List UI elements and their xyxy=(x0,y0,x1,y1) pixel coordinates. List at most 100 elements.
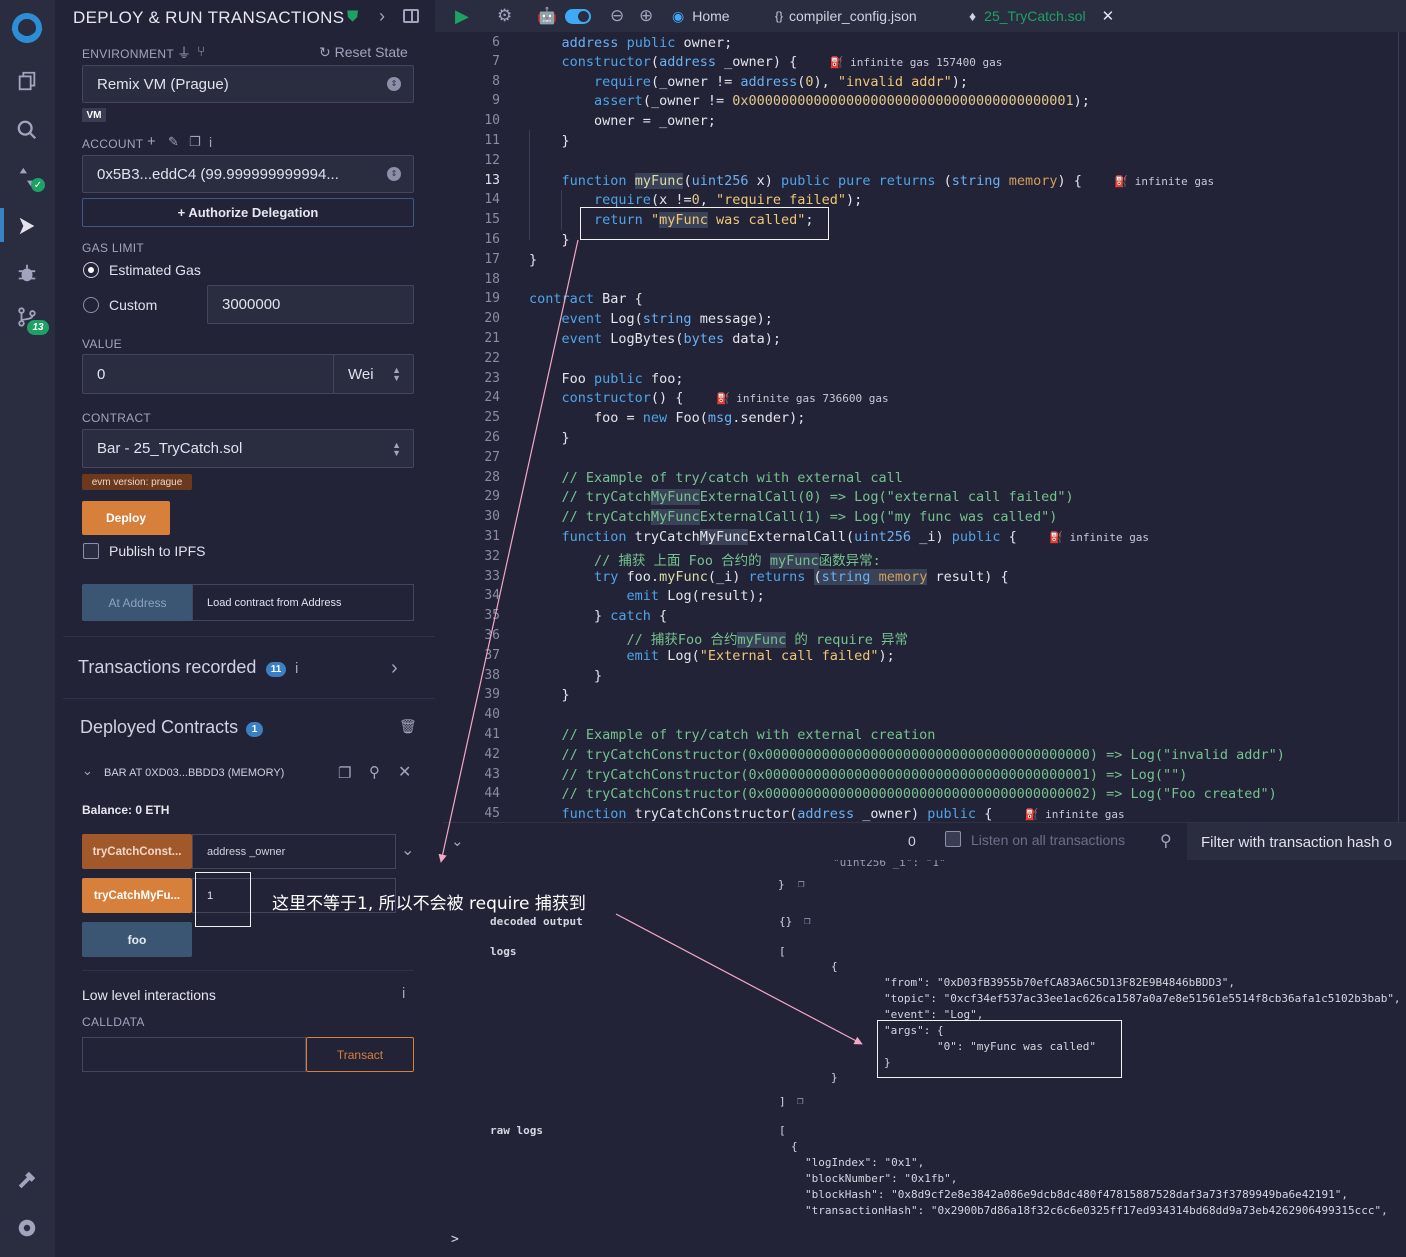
trash-icon[interactable]: 🗑 xyxy=(399,718,417,734)
chevron-right-icon[interactable]: › xyxy=(379,6,385,26)
instance-name[interactable]: BAR AT 0XD03...BBDD3 (MEMORY) xyxy=(104,767,285,779)
code-line: } xyxy=(529,668,603,684)
chevron-right-icon[interactable]: › xyxy=(391,657,398,679)
select-arrows-icon: ▲▼ xyxy=(392,439,401,458)
add-account-icon[interactable]: + xyxy=(147,133,156,150)
edit-icon[interactable]: ✎ xyxy=(168,134,179,149)
reset-state-label: Reset State xyxy=(334,44,408,60)
info-icon[interactable]: i xyxy=(209,134,213,150)
publish-ipfs-checkbox[interactable] xyxy=(83,543,99,559)
at-address-button[interactable]: At Address xyxy=(82,584,193,621)
code-line: // Example of try/catch with external ca… xyxy=(561,470,903,486)
line-number: 6 xyxy=(492,35,500,50)
raw-logs-label: raw logs xyxy=(490,1124,543,1137)
brace-close: } xyxy=(778,878,785,891)
line-number: 14 xyxy=(484,192,500,207)
collapse-terminal-icon[interactable]: ⌄ xyxy=(451,833,464,850)
code-line: function tryCatchMyFuncExternalCall(uint… xyxy=(561,529,1150,545)
solidity-compiler-icon[interactable]: ✓ xyxy=(13,163,45,192)
filter-transactions-input[interactable]: Filter with transaction hash o xyxy=(1187,823,1406,861)
chevron-down-icon[interactable]: ⌄ xyxy=(401,842,415,859)
deploy-run-panel: DEPLOY & RUN TRANSACTIONS ⛊ › ENVIRONMEN… xyxy=(55,0,435,1257)
copy-icon[interactable]: ❐ xyxy=(797,1094,804,1107)
trycatchconstructor-button[interactable]: tryCatchConst... xyxy=(82,834,192,869)
load-contract-input[interactable]: Load contract from Address xyxy=(192,584,414,621)
line-number: 34 xyxy=(484,588,500,603)
code-line: // tryCatchMyFuncExternalCall(0) => Log(… xyxy=(561,489,1074,505)
ai-toggle[interactable] xyxy=(565,0,591,32)
transact-button[interactable]: Transact xyxy=(306,1037,414,1072)
listen-all-checkbox[interactable] xyxy=(945,831,961,847)
myfunc-input[interactable]: 1 xyxy=(192,878,396,913)
transactions-recorded-label[interactable]: Transactions recorded xyxy=(78,657,257,677)
line-number: 33 xyxy=(484,569,500,584)
account-select[interactable]: 0x5B3...eddC4 (99.999999999994... ⇕ xyxy=(82,155,414,193)
tab-trycatch[interactable]: ♦25_TryCatch.sol✕ xyxy=(969,0,1114,32)
info-icon[interactable]: i xyxy=(402,985,406,1002)
value-input[interactable]: 0 xyxy=(82,354,334,394)
raw-blocknumber: "blockNumber": "0x1fb", xyxy=(805,1172,958,1185)
settings-gear-icon[interactable] xyxy=(13,1214,41,1242)
copy-icon[interactable]: ❐ xyxy=(804,914,811,927)
log-args: "args": { xyxy=(884,1024,944,1037)
decoded-output-label: decoded output xyxy=(490,915,583,928)
foo-button[interactable]: foo xyxy=(82,922,192,957)
home-tab[interactable]: ◉Home xyxy=(672,0,730,32)
copy-icon[interactable]: ❐ xyxy=(189,134,201,149)
zoom-in-icon[interactable]: ⊕ xyxy=(639,6,654,25)
settings-cogs-icon[interactable]: ⚙ xyxy=(497,6,513,25)
deploy-button[interactable]: Deploy xyxy=(82,501,170,535)
info-icon[interactable]: i xyxy=(295,660,299,677)
log-topic: "topic": "0xcf34ef537ac33ee1ac626ca1587a… xyxy=(884,992,1401,1005)
tab-compiler-config[interactable]: {}compiler_config.json xyxy=(775,0,917,32)
copy-address-icon[interactable]: ❐ xyxy=(338,765,352,782)
custom-gas-label: Custom xyxy=(109,297,158,313)
pin-icon[interactable]: ⚲ xyxy=(369,764,380,781)
calldata-input[interactable] xyxy=(82,1037,306,1072)
panel-title: DEPLOY & RUN TRANSACTIONS xyxy=(73,8,345,27)
line-number: 18 xyxy=(484,272,500,287)
terminal-prompt[interactable]: > xyxy=(451,1232,459,1247)
gas-limit-input[interactable]: 3000000 xyxy=(207,285,414,324)
code-line: // 捕获Foo 合约myFunc 的 require 异常 xyxy=(626,632,909,648)
remix-logo-icon[interactable] xyxy=(5,8,49,48)
search-icon[interactable] xyxy=(13,116,41,144)
authorize-delegation-button[interactable]: + Authorize Delegation xyxy=(82,198,414,227)
panel-toggle-icon[interactable] xyxy=(403,9,419,23)
zoom-out-icon[interactable]: ⊖ xyxy=(610,6,625,25)
ai-robot-icon[interactable]: 🤖 xyxy=(537,8,557,25)
line-number: 38 xyxy=(484,668,500,683)
line-number: 37 xyxy=(484,648,500,663)
line-number: 45 xyxy=(484,806,500,821)
owner-address-input[interactable]: address _owner xyxy=(192,834,396,869)
close-instance-icon[interactable]: ✕ xyxy=(398,764,412,781)
value-label: VALUE xyxy=(82,337,122,351)
value-unit-select[interactable]: Wei ▲▼ xyxy=(333,354,414,394)
reset-state-button[interactable]: ↻ Reset State xyxy=(319,44,408,61)
line-number: 22 xyxy=(484,351,500,366)
select-arrows-icon: ▲▼ xyxy=(392,365,401,383)
fork-icon[interactable]: ⑂ xyxy=(197,43,206,59)
custom-gas-radio[interactable] xyxy=(83,297,99,313)
code-line: function myFunc(uint256 x) public pure r… xyxy=(561,173,1215,189)
debugger-icon[interactable] xyxy=(13,259,41,287)
annotation-box-return xyxy=(580,207,829,240)
contract-select[interactable]: Bar - 25_TryCatch.sol ▲▼ xyxy=(82,429,414,468)
estimated-gas-radio[interactable] xyxy=(83,262,99,278)
environment-select[interactable]: Remix VM (Prague) ⇕ xyxy=(82,65,414,103)
git-icon[interactable]: 13 xyxy=(13,303,49,335)
plugin-manager-icon[interactable] xyxy=(13,1166,41,1194)
deploy-run-icon[interactable] xyxy=(13,212,41,240)
file-explorer-icon[interactable] xyxy=(13,67,41,95)
copy-icon[interactable]: ❐ xyxy=(798,877,805,890)
chevron-down-icon[interactable]: ⌄ xyxy=(82,763,93,778)
run-script-icon[interactable]: ▶ xyxy=(455,5,469,26)
plug-icon[interactable]: ⏚ xyxy=(177,45,191,61)
tab-config-label: compiler_config.json xyxy=(789,8,917,24)
close-tab-icon[interactable]: ✕ xyxy=(1101,8,1115,25)
trycatchmyfunc-button[interactable]: tryCatchMyFu... xyxy=(82,878,192,913)
code-line: emit Log(result); xyxy=(626,588,765,604)
raw-blockhash: "blockHash": "0x8d9cf2e8e3842a086e9dcb8d… xyxy=(805,1188,1349,1201)
code-line: contract Bar { xyxy=(529,291,643,307)
